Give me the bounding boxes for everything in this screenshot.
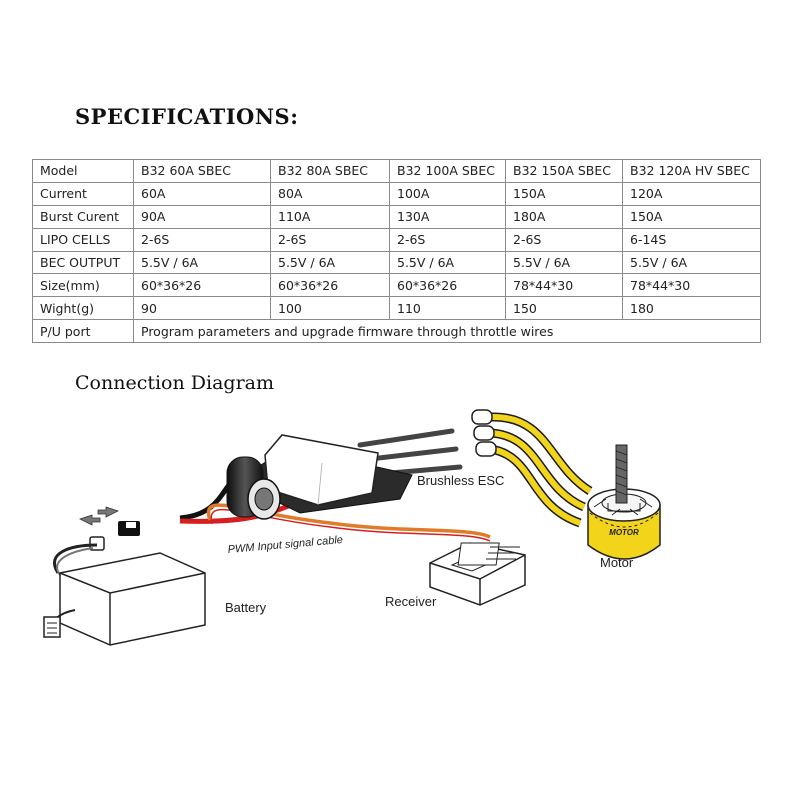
- brushless-esc: [226, 434, 413, 520]
- motor-label: Motor: [600, 555, 634, 570]
- model-cell: B32 150A SBEC: [505, 159, 623, 183]
- pu-port-value: Program parameters and upgrade firmware …: [133, 319, 761, 344]
- pwm-cable-label: PWM Input signal cable: [227, 534, 343, 556]
- row-label: Model: [32, 159, 134, 183]
- table-cell: 150: [505, 296, 623, 321]
- table-cell: 5.5V / 6A: [133, 250, 271, 275]
- row-label: LIPO CELLS: [32, 227, 134, 252]
- table-cell: 180A: [505, 204, 623, 229]
- table-cell: 100A: [389, 181, 506, 206]
- table-cell: 2-6S: [505, 227, 623, 252]
- table-cell: 150A: [505, 181, 623, 206]
- table-cell: 5.5V / 6A: [270, 250, 390, 275]
- specifications-table: Model B32 60A SBEC B32 80A SBEC B32 100A…: [32, 159, 761, 344]
- spec-row-burst-current: Burst Curent 90A 110A 130A 180A 150A: [32, 204, 761, 229]
- table-cell: 5.5V / 6A: [505, 250, 623, 275]
- spec-row-current: Current 60A 80A 100A 150A 120A: [32, 181, 761, 206]
- table-cell: 120A: [622, 181, 761, 206]
- connection-diagram: MOTOR: [43, 409, 661, 646]
- model-cell: B32 100A SBEC: [389, 159, 506, 183]
- spec-row-pu-port: P/U port Program parameters and upgrade …: [32, 319, 761, 344]
- table-cell: 5.5V / 6A: [622, 250, 761, 275]
- table-cell: 90: [133, 296, 271, 321]
- table-cell: 2-6S: [389, 227, 506, 252]
- row-label: Current: [32, 181, 134, 206]
- capacitor: [226, 456, 281, 520]
- table-cell: 78*44*30: [622, 273, 761, 298]
- table-cell: 100: [270, 296, 390, 321]
- row-label: P/U port: [32, 319, 134, 344]
- table-cell: 180: [622, 296, 761, 321]
- battery: [43, 552, 206, 646]
- table-cell: 2-6S: [133, 227, 271, 252]
- specifications-title: SPECIFICATIONS:: [75, 104, 299, 129]
- motor-wires: [489, 412, 593, 528]
- receiver-label: Receiver: [385, 594, 437, 609]
- motor: MOTOR: [587, 444, 661, 560]
- motor-marking: MOTOR: [609, 528, 639, 537]
- spec-row-size: Size(mm) 60*36*26 60*36*26 60*36*26 78*4…: [32, 273, 761, 298]
- battery-label: Battery: [225, 600, 267, 615]
- table-cell: 110: [389, 296, 506, 321]
- model-cell: B32 120A HV SBEC: [622, 159, 761, 183]
- table-cell: 130A: [389, 204, 506, 229]
- brushless-esc-label: Brushless ESC: [417, 473, 504, 488]
- table-cell: 6-14S: [622, 227, 761, 252]
- model-cell: B32 80A SBEC: [270, 159, 390, 183]
- row-label: Wight(g): [32, 296, 134, 321]
- receiver: [429, 542, 526, 606]
- model-cell: B32 60A SBEC: [133, 159, 271, 183]
- motor-wire-plugs: [471, 409, 497, 457]
- balance-plug: [43, 616, 61, 638]
- spec-row-lipo-cells: LIPO CELLS 2-6S 2-6S 2-6S 2-6S 6-14S: [32, 227, 761, 252]
- row-label: Burst Curent: [32, 204, 134, 229]
- connect-arrow-icon: [78, 514, 101, 526]
- table-cell: 2-6S: [270, 227, 390, 252]
- battery-wire: [179, 479, 234, 521]
- pwm-signal-cable: [206, 503, 491, 539]
- table-cell: 80A: [270, 181, 390, 206]
- table-cell: 78*44*30: [505, 273, 623, 298]
- table-cell: 60A: [133, 181, 271, 206]
- spec-row-model: Model B32 60A SBEC B32 80A SBEC B32 100A…: [32, 159, 761, 183]
- table-cell: 150A: [622, 204, 761, 229]
- table-cell: 90A: [133, 204, 271, 229]
- table-cell: 60*36*26: [389, 273, 506, 298]
- connection-diagram-title: Connection Diagram: [75, 372, 274, 394]
- spec-row-weight: Wight(g) 90 100 110 150 180: [32, 296, 761, 321]
- connect-arrow-icon: [97, 506, 120, 518]
- table-cell: 110A: [270, 204, 390, 229]
- table-cell: 60*36*26: [133, 273, 271, 298]
- spec-row-bec-output: BEC OUTPUT 5.5V / 6A 5.5V / 6A 5.5V / 6A…: [32, 250, 761, 275]
- row-label: BEC OUTPUT: [32, 250, 134, 275]
- table-cell: 5.5V / 6A: [389, 250, 506, 275]
- row-label: Size(mm): [32, 273, 134, 298]
- table-cell: 60*36*26: [270, 273, 390, 298]
- battery-connector: [89, 521, 140, 551]
